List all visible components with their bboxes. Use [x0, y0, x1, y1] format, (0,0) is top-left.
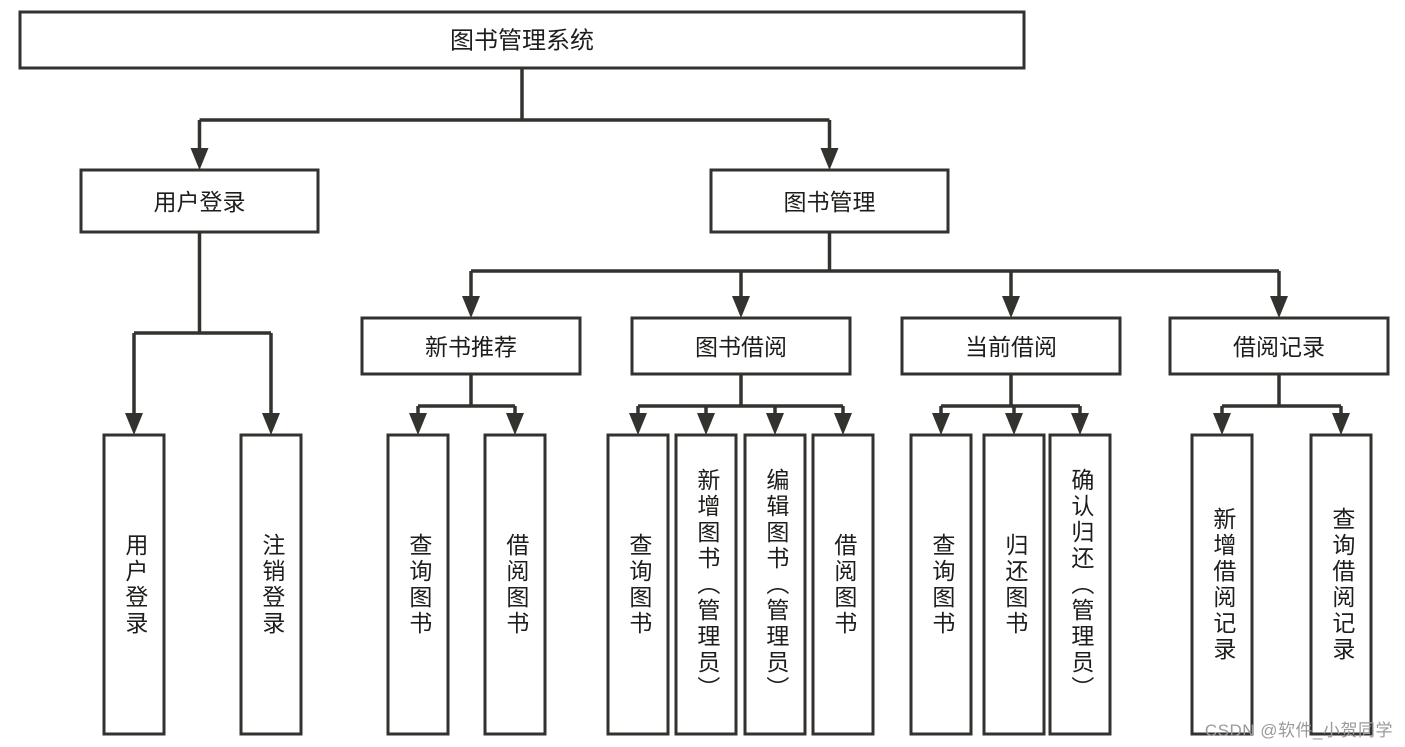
edges-layer	[125, 68, 1350, 435]
level2-node-1-box	[630, 316, 852, 376]
leaf-node-7-box	[811, 433, 875, 736]
leaf-arrowhead-10	[1071, 413, 1089, 435]
leaf-node-4-box	[606, 433, 670, 736]
level1-node-0-box	[79, 168, 320, 234]
leaf-arrowhead-12	[1332, 413, 1350, 435]
level2-node-2-label: 当前借阅	[965, 334, 1057, 360]
leaf-node-5-box	[674, 433, 738, 736]
level2-arrowhead-3	[1270, 296, 1288, 318]
watermark-text: CSDN @软件_小贺同学	[1204, 721, 1393, 740]
leaf-node-10-box	[1048, 433, 1112, 736]
leaf-node-0-box	[102, 433, 166, 736]
leaf-node-8-box	[909, 433, 973, 736]
level2-arrowhead-1	[732, 296, 750, 318]
root-node-box	[18, 10, 1026, 70]
leaf-node-6-box	[743, 433, 807, 736]
level1-arrowhead-0	[190, 148, 209, 170]
leaf-arrowhead-11	[1213, 413, 1231, 435]
leaf-arrowhead-5	[697, 413, 715, 435]
leaf-arrowhead-1	[262, 413, 280, 435]
leaf-arrowhead-4	[629, 413, 647, 435]
level1-node-0-label: 用户登录	[154, 189, 246, 215]
level2-arrowhead-2	[1002, 296, 1020, 318]
leaf-arrowhead-6	[766, 413, 784, 435]
level2-node-3-label: 借阅记录	[1233, 334, 1325, 360]
level2-node-3-box	[1168, 316, 1390, 376]
leaf-node-3-box	[483, 433, 547, 736]
level2-node-0-label: 新书推荐	[425, 334, 517, 360]
level1-node-1-box	[709, 168, 950, 234]
level2-arrowhead-0	[462, 296, 480, 318]
level1-node-1-label: 图书管理	[784, 189, 876, 215]
level2-node-2-box	[900, 316, 1122, 376]
leaf-arrowhead-8	[932, 413, 950, 435]
leaf-arrowhead-2	[409, 413, 427, 435]
boxes-layer	[18, 10, 1390, 736]
leaf-arrowhead-7	[834, 413, 852, 435]
level2-node-1-label: 图书借阅	[695, 334, 787, 360]
level1-arrowhead-1	[820, 148, 839, 170]
leaf-arrowhead-0	[125, 413, 143, 435]
leaf-node-11-box	[1190, 433, 1254, 736]
leaf-node-9-box	[982, 433, 1046, 736]
leaf-node-1-box	[239, 433, 303, 736]
leaf-node-12-box	[1309, 433, 1373, 736]
leaf-arrowhead-3	[506, 413, 524, 435]
root-node-label: 图书管理系统	[450, 28, 594, 55]
level2-node-0-box	[360, 316, 582, 376]
leaf-arrowhead-9	[1005, 413, 1023, 435]
leaf-node-2-box	[386, 433, 450, 736]
